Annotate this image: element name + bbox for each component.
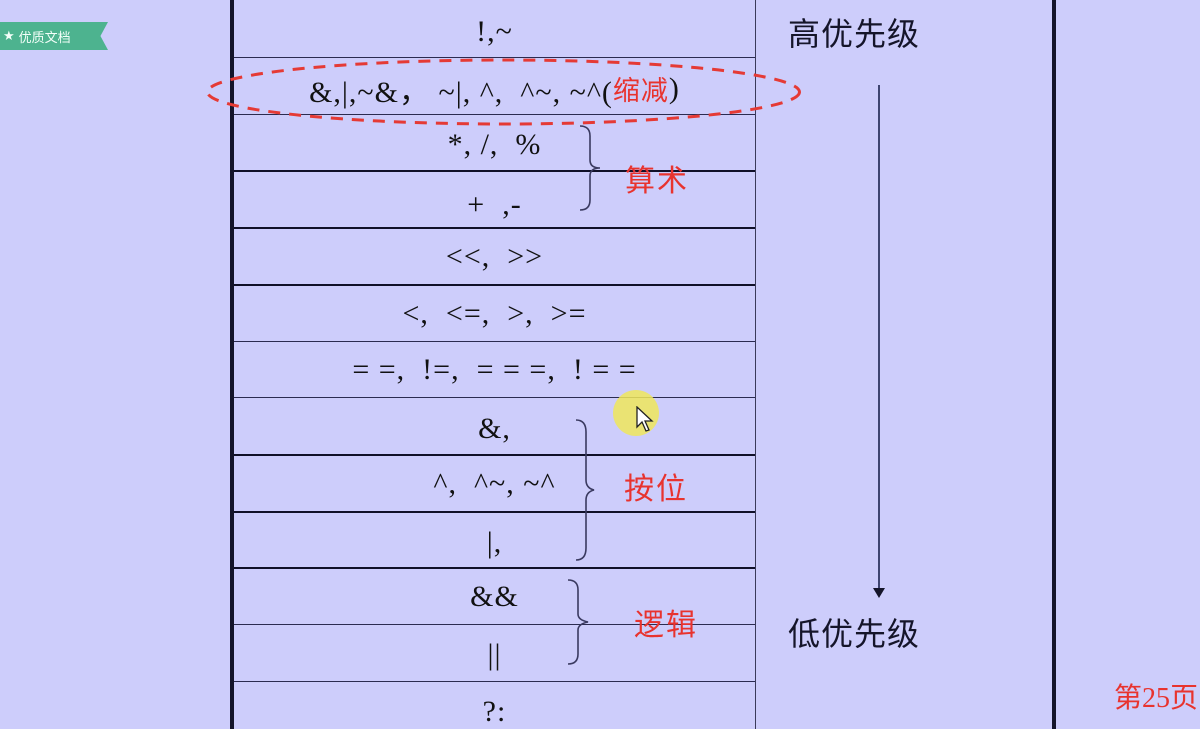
low-priority-label: 低优先级: [788, 615, 921, 653]
operator-row-unary: !,~: [234, 4, 755, 60]
operator-text: &,: [478, 411, 511, 445]
badge-label: 优质文档: [18, 30, 71, 46]
operator-text: = =, !=, = = =, ! = =: [352, 352, 637, 386]
brace-arithmetic-icon: [579, 125, 601, 211]
row-divider: [234, 114, 755, 115]
high-priority-label: 高优先级: [788, 15, 921, 53]
row-divider: [234, 227, 755, 229]
group-label-logical: 逻辑: [634, 608, 698, 643]
row-divider: [234, 681, 755, 682]
brace-bitwise-icon: [575, 419, 595, 561]
operator-row-reduction: &,|,~&， ~|, ^, ^~, ~^(缩减): [234, 60, 755, 117]
operator-row-logical-and: &&: [234, 568, 755, 625]
quality-doc-badge: ★ 优质文档: [0, 22, 108, 50]
operator-text: ?:: [482, 694, 507, 728]
brace-logical-icon: [567, 579, 589, 665]
operator-text: |,: [486, 525, 503, 559]
operator-row-multiplicative: *, /, %: [234, 116, 755, 173]
row-divider: [234, 284, 755, 286]
operator-text: ): [668, 71, 680, 105]
operator-text: &&: [470, 579, 519, 613]
operator-row-equality: = =, !=, = = =, ! = =: [234, 341, 755, 398]
arrow-down-icon: [873, 588, 885, 598]
operator-precedence-table: [230, 0, 1056, 729]
operator-row-bitwise-and: &,: [234, 400, 755, 457]
operator-row-logical-or: ||: [234, 626, 755, 683]
operator-row-bitwise-xor: ^, ^~, ~^: [234, 455, 755, 512]
priority-arrow-line: [878, 85, 880, 590]
group-label-bitwise: 按位: [624, 472, 688, 507]
operator-row-shift: <<, >>: [234, 228, 755, 285]
row-divider: [234, 567, 755, 569]
operator-text: ^, ^~, ~^: [433, 466, 556, 500]
operator-text: &,|,~&， ~|, ^, ^~, ~^(: [309, 75, 613, 109]
operator-text: ||: [487, 637, 502, 671]
page-number: 第25页: [1113, 683, 1198, 714]
reduction-label: 缩减: [612, 76, 669, 107]
operator-text: !,~: [476, 15, 513, 48]
operator-row-additive: + ,-: [234, 176, 755, 233]
row-divider: [234, 341, 755, 342]
operator-row-bitwise-or: |,: [234, 514, 755, 571]
operator-row-relational: <, <=, >, >=: [234, 285, 755, 342]
star-icon: ★: [3, 28, 15, 44]
group-label-arithmetic: 算术: [625, 164, 689, 199]
column-divider: [755, 0, 756, 729]
highlight-ellipse-icon: [206, 58, 801, 126]
row-divider: [234, 397, 755, 398]
row-divider: [234, 511, 755, 513]
mouse-pointer-icon: [636, 406, 654, 432]
row-divider: [234, 170, 755, 172]
row-divider: [234, 57, 755, 58]
operator-text: + ,-: [467, 187, 522, 221]
cursor-highlight: [613, 390, 659, 436]
operator-row-conditional: ?:: [234, 683, 755, 729]
operator-text: <, <=, >, >=: [402, 296, 587, 330]
row-divider: [234, 624, 755, 625]
row-divider: [234, 454, 755, 456]
operator-text: <<, >>: [445, 239, 544, 273]
operator-text: *, /, %: [447, 127, 542, 161]
